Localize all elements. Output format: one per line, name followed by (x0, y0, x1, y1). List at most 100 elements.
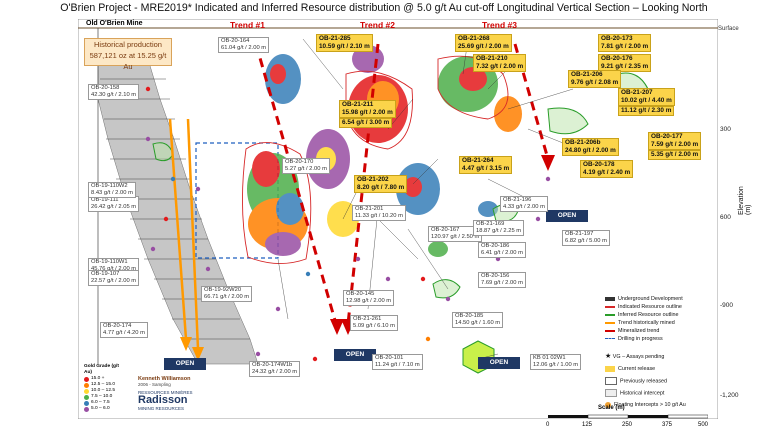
scale-tick: 375 (662, 422, 673, 428)
legend-arrow-icon (605, 321, 615, 324)
legend-historical: Historical intercept (605, 389, 664, 397)
grade-bin: 15.0 + (84, 376, 124, 382)
elevation-tick-900: -900 (720, 302, 734, 309)
star-icon: ★ (605, 353, 612, 360)
grade-bin: 5.0 – 6.0 (84, 406, 124, 412)
open-label-2: OPEN (334, 349, 376, 361)
radisson-logo-sub: MINING RESOURCES (138, 406, 185, 411)
elevation-axis-title: Elevation (m) (738, 186, 752, 215)
legend-dash-icon (605, 338, 615, 340)
legend-indicated: Indicated Resource outline (605, 303, 682, 311)
legend-mineralized-trend: Mineralized trend (605, 327, 659, 335)
legend-current-release: Current release (605, 365, 655, 373)
grade-swatch-icon (84, 400, 89, 406)
map-legend: Underground Development Indicated Resour… (605, 295, 715, 413)
scale-tick: 500 (698, 422, 709, 428)
scale-bar-graphic (548, 414, 708, 419)
intercept-current: 11.12 g/t / 2.30 m (618, 106, 675, 116)
radisson-logo-top: RESSOURCES MINIÈRES (138, 390, 193, 395)
grade-swatch-icon (84, 388, 89, 394)
intercept-current: 6.54 g/t / 3.00 m (339, 118, 393, 128)
kenneth-logo-sub: 2006 - Sampling (138, 382, 171, 387)
company-logos: Kenneth Williamson 2006 - Sampling RESSO… (138, 376, 208, 420)
scale-tick: 0 (546, 422, 550, 428)
historical-trend-arrows (168, 118, 200, 350)
legend-trend-historical: Trend historically mined (605, 319, 675, 327)
elevation-tick-600: 600 (720, 214, 731, 221)
legend-underground-development: Underground Development (605, 295, 683, 303)
legend-swatch-icon (605, 296, 615, 301)
open-label-4: OPEN (478, 357, 520, 369)
grade-swatch-icon (84, 376, 89, 382)
grade-swatch-icon (84, 394, 89, 400)
grade-legend-title: Gold Grade (g/t Au) (84, 364, 119, 375)
legend-previous-release: Previously released (605, 377, 667, 385)
elevation-tick-300: 300 (720, 126, 731, 133)
scale-label: Scale (m) (598, 405, 625, 411)
legend-swatch-icon (605, 313, 615, 316)
legend-floating: Floating Intercepts > 10 g/t Au (605, 401, 686, 409)
legend-arrow-icon (605, 329, 615, 332)
floating-dot-icon (605, 401, 611, 408)
drilling-in-progress-box (195, 142, 279, 259)
grade-swatch-icon (84, 382, 89, 388)
historical-production-title: Historical production (94, 40, 162, 49)
kenneth-logo-text: Kenneth Williamson (138, 376, 191, 382)
legend-inferred: Inferred Resource outline (605, 311, 679, 319)
grade-bin: 12.5 – 15.0 (84, 382, 124, 388)
radisson-logo: Radisson (138, 394, 188, 406)
trend-1-label: Trend #1 (230, 20, 265, 30)
historical-production-box: Historical production 587,121 oz at 15.2… (84, 38, 172, 71)
grade-bin: 10.0 – 12.5 (84, 388, 124, 394)
legend-box-icon (605, 377, 617, 385)
trend-2-label: Trend #2 (360, 20, 395, 30)
trend-3-label: Trend #3 (482, 20, 517, 30)
scale-tick: 125 (582, 422, 593, 428)
intercept-current: 5.35 g/t / 2.00 m (648, 150, 702, 160)
legend-box-icon (605, 365, 615, 372)
grade-legend: Gold Grade (g/t Au) 15.0 + 12.5 – 15.0 1… (84, 364, 124, 416)
figure-title: O'Brien Project - MRE2019* Indicated and… (60, 2, 708, 14)
historical-production-value: 587,121 oz at 15.25 g/t Au (89, 51, 167, 71)
scale-bar: Scale (m) 0 125 250 375 500 (546, 405, 709, 431)
grade-bin: 7.5 – 10.0 (84, 394, 124, 400)
grade-bin: 6.0 – 7.5 (84, 400, 124, 406)
open-label-1: OPEN (164, 358, 206, 370)
legend-swatch-icon (605, 305, 615, 308)
scale-tick: 250 (622, 422, 633, 428)
elevation-tick-1200: -1,200 (720, 392, 739, 399)
old-mine-label: Old O'Brien Mine (86, 20, 143, 27)
